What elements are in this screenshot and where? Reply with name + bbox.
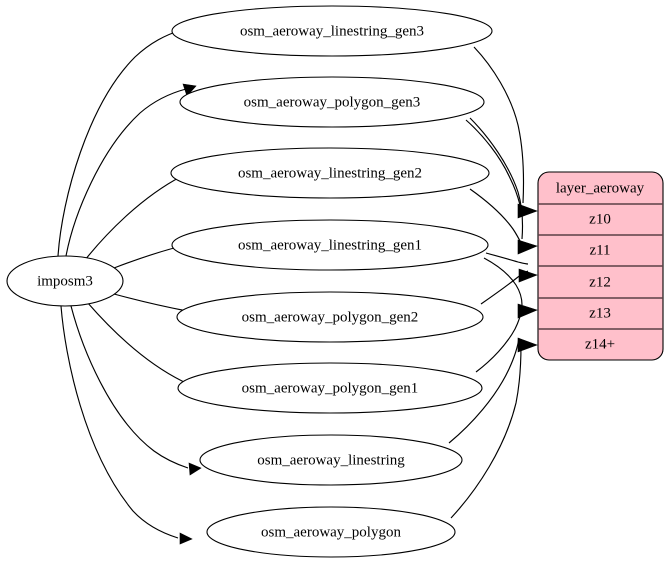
record-row-z10[interactable]: z10 [589,211,611,227]
node-shape-polygon-gen1[interactable] [177,362,483,414]
arrowhead-z11 [517,239,538,255]
node-shape-polygon-gen2[interactable] [176,291,484,343]
node-shape-polygon-gen3[interactable] [179,76,485,128]
arrowhead-z14-plus [517,337,538,353]
record-row-z13[interactable]: z13 [589,305,611,321]
node-label-linestring: osm_aeroway_linestring [257,452,405,468]
node-label-linestring-gen3: osm_aeroway_linestring_gen3 [240,23,424,39]
node-label-polygon-gen2: osm_aeroway_polygon_gen2 [242,309,419,325]
node-label-polygon-gen3: osm_aeroway_polygon_gen3 [244,94,421,110]
node-label-polygon-gen1: osm_aeroway_polygon_gen1 [242,380,419,396]
node-osm-aeroway-polygon-gen3[interactable]: osm_aeroway_polygon_gen3 [179,76,485,128]
node-label-linestring-gen2: osm_aeroway_linestring_gen2 [238,165,422,181]
node-shape-linestring[interactable] [199,434,463,486]
record-row-layer-aeroway: layer_aeroway [556,180,645,196]
edge-polygon-gen3-to-z10 [465,119,521,206]
edge-linestring-gen1-to-z12 [485,252,529,265]
edge-imposm3-to-linestring [70,305,189,469]
node-imposm3[interactable]: imposm3 [6,255,124,307]
node-shape-linestring-gen3[interactable] [171,5,493,57]
edge-linestring-gen3-to-z10 [473,46,525,204]
node-shape-linestring-gen2[interactable] [170,147,490,199]
arrowhead-z13 [517,303,538,319]
node-shape-polygon[interactable] [206,506,456,558]
edge-linestring-gen1-to-z13 [483,257,523,306]
node-osm-aeroway-linestring-gen3[interactable]: osm_aeroway_linestring_gen3 [171,5,493,57]
node-osm-aeroway-polygon[interactable]: osm_aeroway_polygon [206,506,456,558]
edge-polygon-to-z14-plus [450,344,522,519]
edge-imposm3-to-polygon [60,305,179,539]
edge-imposm3-to-polygon-gen3 [65,88,187,257]
node-imposm3-label: imposm3 [37,273,93,289]
arrowhead-polygon [179,532,193,545]
node-osm-aeroway-linestring-gen1[interactable]: osm_aeroway_linestring_gen1 [171,219,489,271]
node-shape-linestring-gen1[interactable] [171,219,489,271]
arrowhead-z10 [517,203,538,219]
node-layer-aeroway-record[interactable]: layer_aeroway z10 z11 z12 z13 z14+ [537,171,664,361]
arrowhead-linestring [188,462,202,476]
record-row-z14-plus[interactable]: z14+ [585,336,615,352]
edge-linestring-to-z14-plus [448,337,520,444]
node-osm-aeroway-polygon-gen2[interactable]: osm_aeroway_polygon_gen2 [176,291,484,343]
edge-group-tables-to-layer [448,46,538,519]
arrowhead-z12 [518,268,538,283]
record-row-z11[interactable]: z11 [589,242,610,258]
edge-polygon-gen3-to-z11 [469,117,524,240]
node-osm-aeroway-linestring[interactable]: osm_aeroway_linestring [199,434,463,486]
node-osm-aeroway-linestring-gen2[interactable]: osm_aeroway_linestring_gen2 [170,147,490,199]
node-osm-aeroway-polygon-gen1[interactable]: osm_aeroway_polygon_gen1 [177,362,483,414]
edge-linestring-gen2-to-z11 [469,188,522,244]
edge-imposm3-to-linestring-gen3 [57,29,182,257]
node-label-linestring-gen1: osm_aeroway_linestring_gen1 [238,237,422,253]
node-label-polygon: osm_aeroway_polygon [261,524,401,540]
node-imposm3-shape[interactable] [6,255,124,307]
record-row-z12[interactable]: z12 [589,274,611,290]
arrowhead-polygon-gen3 [182,83,197,97]
